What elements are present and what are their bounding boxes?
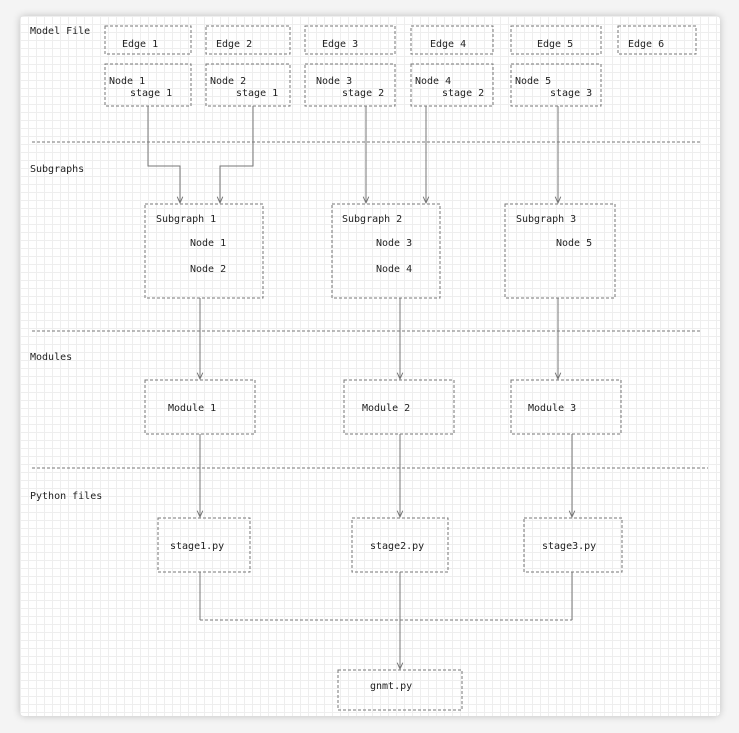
subgraph-box xyxy=(144,203,264,299)
section-label-python-files: Python files xyxy=(30,491,102,502)
edge-label: Edge 1 xyxy=(122,39,158,50)
edge-box xyxy=(205,25,291,55)
node-stage: stage 1 xyxy=(130,88,172,99)
node-name: Node 2 xyxy=(210,76,246,87)
subgraph-node: Node 5 xyxy=(556,238,592,249)
node-stage: stage 2 xyxy=(342,88,384,99)
python-file-label: stage2.py xyxy=(370,541,424,552)
node-box xyxy=(510,63,602,107)
module-box xyxy=(144,379,256,435)
node-name: Node 1 xyxy=(109,76,145,87)
connector-arrow xyxy=(147,142,180,203)
node-box xyxy=(304,63,396,107)
subgraph-title: Subgraph 3 xyxy=(516,214,576,225)
node-name: Node 4 xyxy=(415,76,451,87)
module-label: Module 2 xyxy=(362,403,410,414)
edge-label: Edge 2 xyxy=(216,39,252,50)
python-file-box xyxy=(523,517,623,573)
subgraph-node: Node 4 xyxy=(376,264,412,275)
section-label-modules: Modules xyxy=(30,352,72,363)
node-stage: stage 3 xyxy=(550,88,592,99)
module-label: Module 1 xyxy=(168,403,216,414)
edge-box xyxy=(410,25,494,55)
node-name: Node 5 xyxy=(515,76,551,87)
node-name: Node 3 xyxy=(316,76,352,87)
section-label-model-file: Model File xyxy=(30,26,90,37)
edge-label: Edge 5 xyxy=(537,39,573,50)
subgraph-node: Node 2 xyxy=(190,264,226,275)
diagram-canvas: Model File Subgraphs Modules Python file… xyxy=(20,16,720,716)
section-label-subgraphs: Subgraphs xyxy=(30,164,84,175)
edge-label: Edge 6 xyxy=(628,39,664,50)
python-file-label: stage3.py xyxy=(542,541,596,552)
connector-arrow xyxy=(220,142,254,203)
subgraph-box xyxy=(331,203,441,299)
subgraph-node: Node 1 xyxy=(190,238,226,249)
module-label: Module 3 xyxy=(528,403,576,414)
subgraph-title: Subgraph 1 xyxy=(156,214,216,225)
node-stage: stage 1 xyxy=(236,88,278,99)
subgraph-node: Node 3 xyxy=(376,238,412,249)
subgraph-title: Subgraph 2 xyxy=(342,214,402,225)
output-file-label: gnmt.py xyxy=(370,681,412,692)
node-box xyxy=(410,63,494,107)
python-file-label: stage1.py xyxy=(170,541,224,552)
edge-box xyxy=(104,25,192,55)
edge-box xyxy=(617,25,697,55)
edge-box xyxy=(304,25,396,55)
output-file-box xyxy=(337,669,463,711)
module-box xyxy=(343,379,455,435)
pipeline-diagram: Model File Subgraphs Modules Python file… xyxy=(30,25,708,711)
subgraph-box xyxy=(504,203,616,299)
edge-label: Edge 4 xyxy=(430,39,466,50)
module-box xyxy=(510,379,622,435)
node-box xyxy=(205,63,291,107)
node-stage: stage 2 xyxy=(442,88,484,99)
edge-label: Edge 3 xyxy=(322,39,358,50)
python-file-box xyxy=(157,517,251,573)
edge-box xyxy=(510,25,602,55)
